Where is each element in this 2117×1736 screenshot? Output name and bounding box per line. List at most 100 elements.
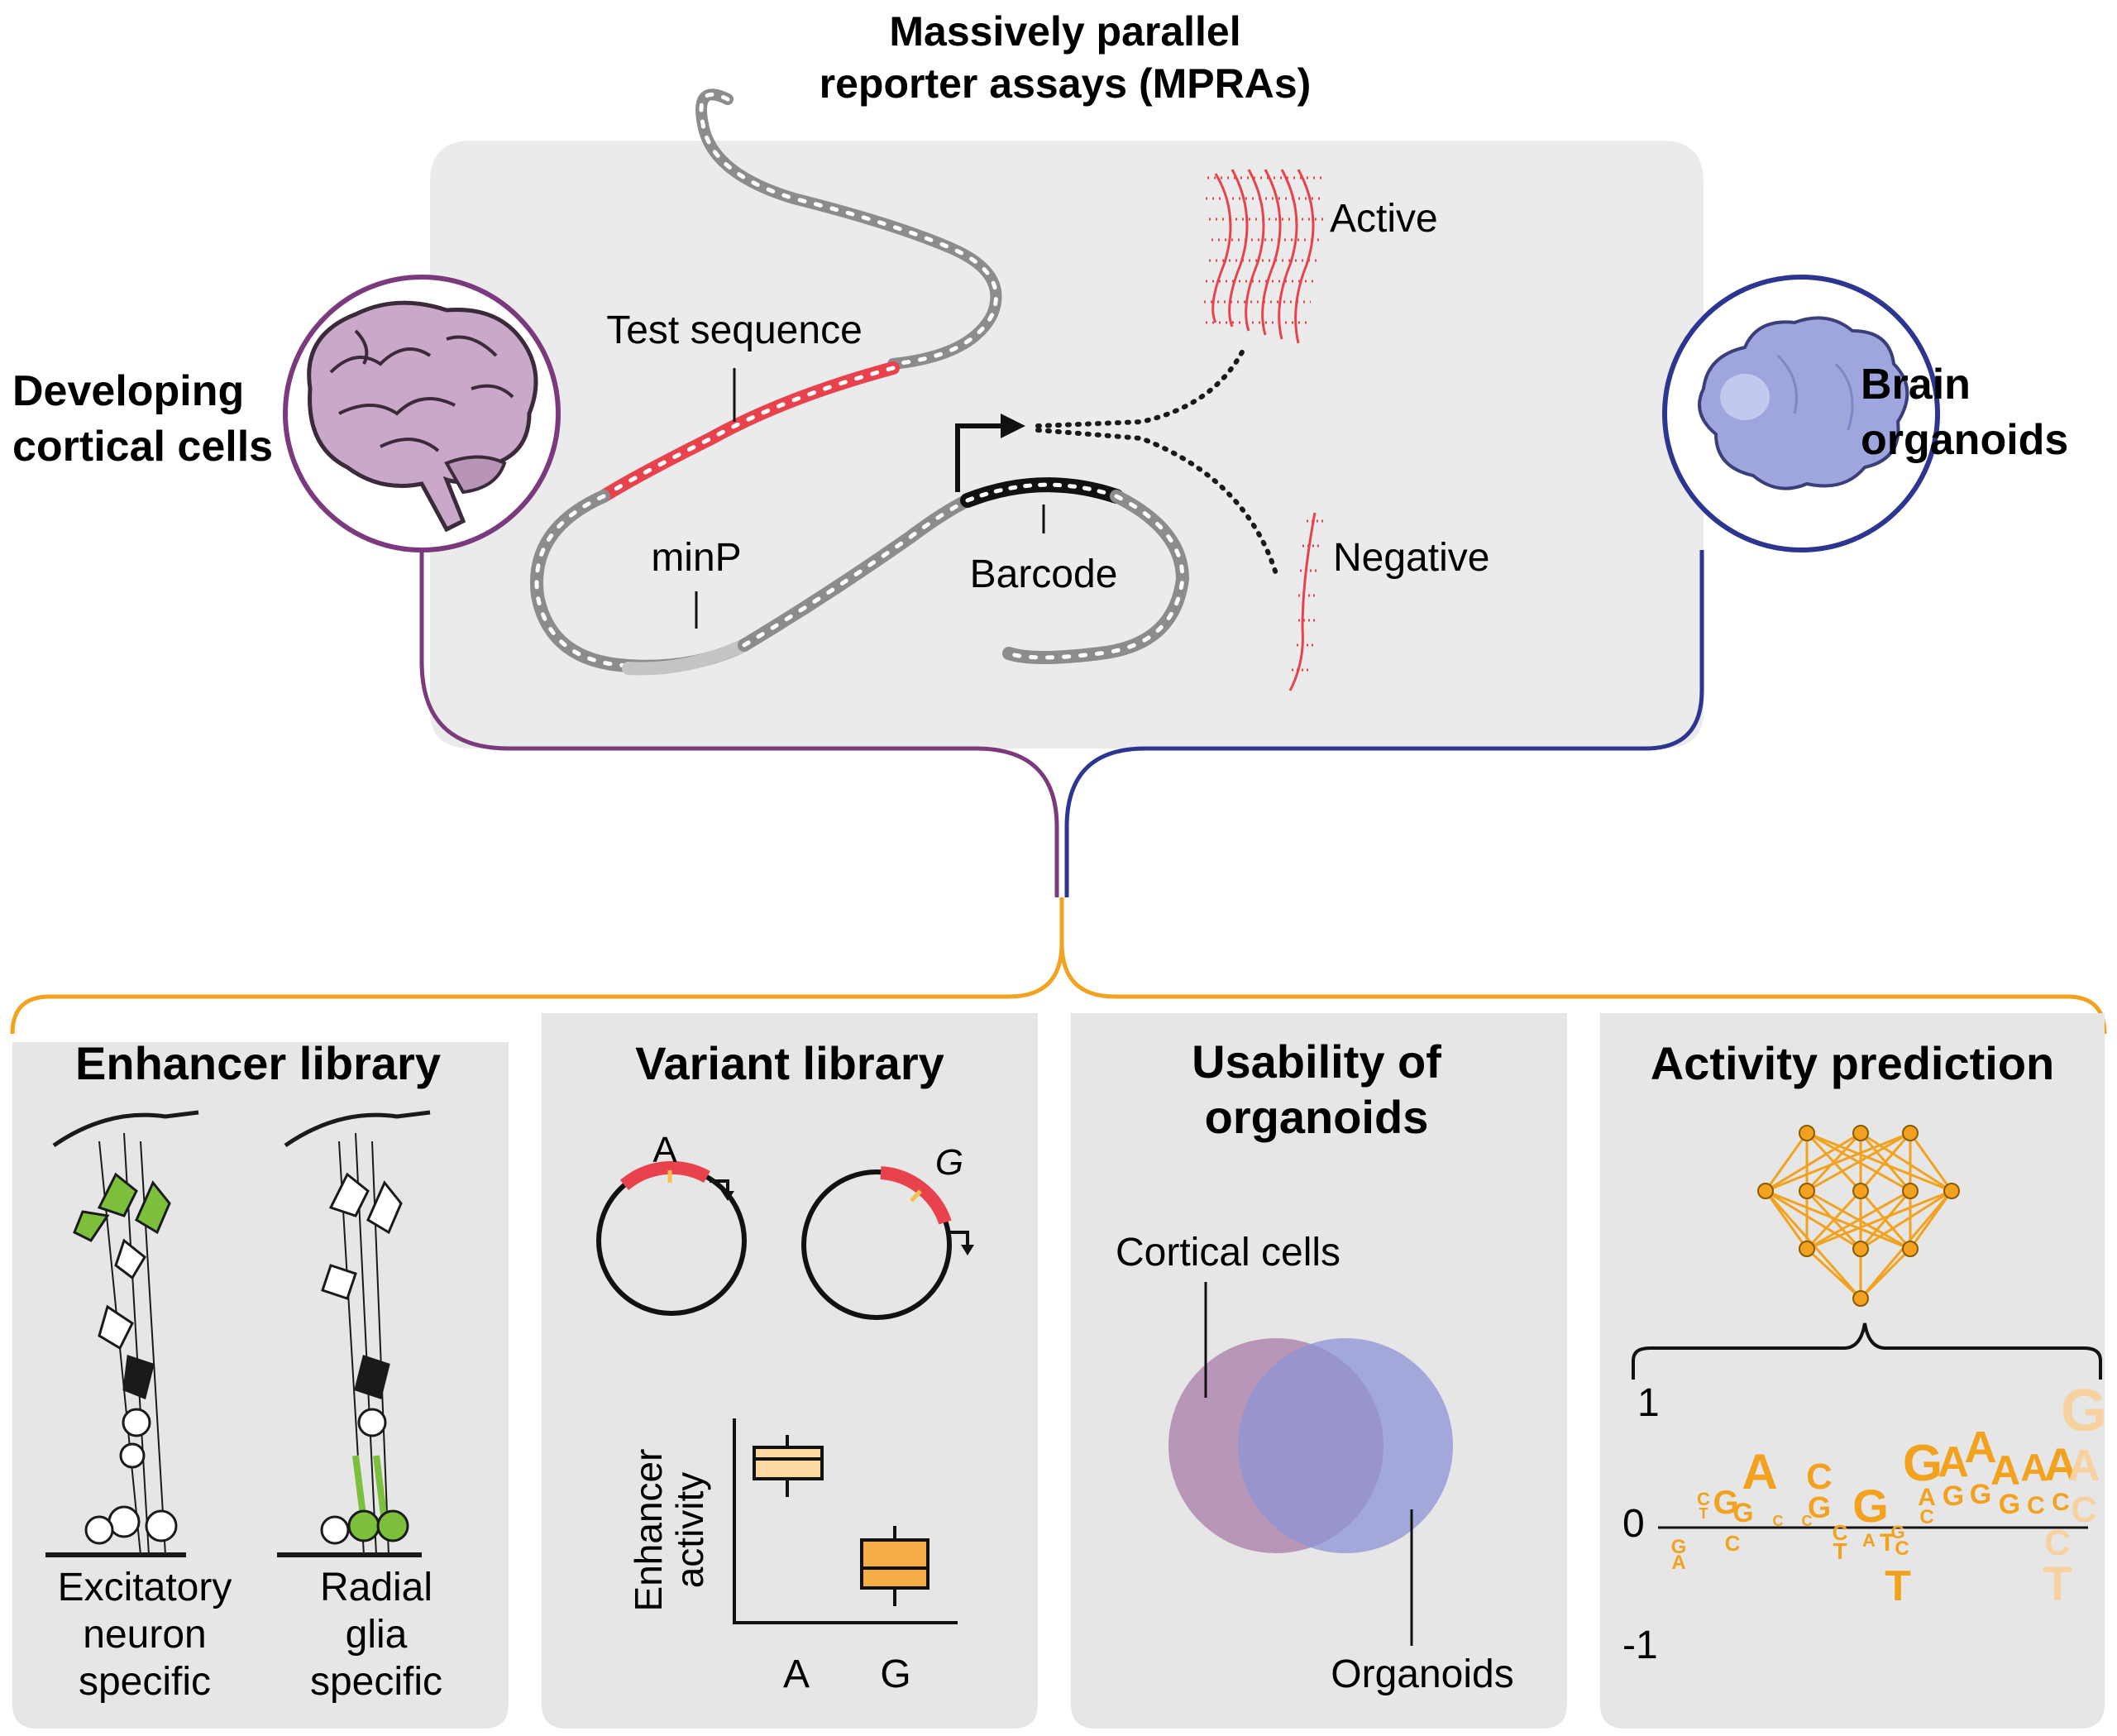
svg-text:G: G	[1808, 1490, 1831, 1524]
svg-text:C: C	[1806, 1456, 1833, 1497]
brain-icon	[307, 300, 538, 533]
svg-text:C: C	[2052, 1489, 2070, 1516]
svg-text:A: A	[1742, 1444, 1777, 1499]
logo-ytick-mid: 0	[1622, 1502, 1645, 1546]
left-label-line2: cortical cells	[12, 423, 273, 471]
prediction-title: Activity prediction	[1651, 1037, 2055, 1089]
venn-organoids-label: Organoids	[1331, 1652, 1513, 1696]
active-rna-icon	[1204, 169, 1323, 344]
svg-text:G: G	[1999, 1489, 2020, 1520]
boxplot-xtick-g: G	[880, 1652, 910, 1696]
panel-enhancer-library: Enhancer library	[45, 1037, 442, 1704]
venn-diagram	[1168, 1338, 1453, 1553]
svg-text:C: C	[1725, 1531, 1741, 1556]
box-g	[860, 1526, 929, 1606]
panel-prediction-bg	[1600, 1013, 2105, 1729]
svg-text:A: A	[1671, 1552, 1685, 1574]
enhancer-panel-title: Enhancer library	[75, 1037, 441, 1089]
svg-text:T: T	[1833, 1538, 1847, 1564]
excitatory-label-line2: neuron	[83, 1613, 206, 1657]
svg-text:C: C	[2027, 1492, 2045, 1519]
boxplot-ylabel-line2: activity	[668, 1472, 711, 1589]
svg-text:G: G	[2061, 1378, 2107, 1444]
svg-text:G: G	[1713, 1485, 1738, 1521]
excitatory-label-line3: specific	[79, 1660, 211, 1704]
navy-connector-line	[1064, 550, 1704, 897]
panel-variant-library: Variant library A G	[596, 1037, 974, 1696]
minp-strand	[622, 638, 751, 676]
svg-text:G: G	[1943, 1480, 1964, 1512]
negative-rna-icon	[1288, 512, 1323, 691]
svg-text:A: A	[2020, 1446, 2048, 1489]
svg-text:C: C	[1919, 1506, 1933, 1528]
svg-text:G: G	[1890, 1522, 1904, 1542]
network-bracket	[1632, 1322, 2102, 1380]
boxplot-xtick-a: A	[783, 1652, 810, 1696]
radial-glia-label-line2: glia	[346, 1613, 408, 1657]
right-label-line1: Brain	[1861, 361, 1971, 409]
dna-construct	[530, 88, 1190, 676]
svg-text:T: T	[1699, 1505, 1708, 1522]
logo-ytick-top: 1	[1637, 1381, 1660, 1425]
svg-text:C: C	[1895, 1538, 1909, 1560]
svg-text:A: A	[1990, 1447, 2020, 1494]
excitatory-label-line1: Excitatory	[58, 1566, 232, 1609]
minp-label: minP	[651, 536, 741, 580]
usability-title-line1: Usability of	[1192, 1035, 1441, 1088]
organoid-badge	[1662, 275, 1940, 552]
transcript-dots	[1035, 345, 1280, 581]
negative-label: Negative	[1333, 536, 1489, 580]
test-sequence-label: Test sequence	[606, 308, 863, 352]
active-label: Active	[1330, 197, 1438, 241]
plasmid-a-icon	[596, 1160, 747, 1316]
organoid-icon	[1698, 316, 1909, 490]
svg-text:G: G	[1733, 1498, 1754, 1528]
radial-glia-label-line1: Radial	[320, 1566, 432, 1609]
barcode-label: Barcode	[970, 552, 1118, 596]
mpra-background	[430, 141, 1704, 748]
svg-text:C: C	[2071, 1490, 2097, 1530]
purple-connector-line	[419, 550, 1059, 897]
promoter-arrow-icon	[955, 423, 1009, 492]
svg-text:A: A	[1965, 1423, 1997, 1472]
enhancer-activity-boxplot: Enhancer activity A G	[627, 1418, 958, 1696]
boxplot-ylabel-line1: Enhancer	[627, 1449, 670, 1612]
plasmid-a-allele-label: A	[652, 1130, 677, 1170]
svg-text:G: G	[1671, 1536, 1687, 1558]
plasmid-g-allele-label: G	[935, 1142, 963, 1183]
svg-text:C: C	[1773, 1513, 1784, 1529]
svg-text:A: A	[2068, 1441, 2100, 1490]
svg-text:T: T	[2043, 1557, 2072, 1611]
brain-badge	[283, 275, 561, 552]
svg-text:A: A	[1862, 1530, 1876, 1551]
plasmid-g-icon	[801, 1166, 974, 1320]
svg-text:C: C	[1833, 1520, 1848, 1545]
right-label-line2: organoids	[1861, 416, 2068, 464]
left-label-line1: Developing	[12, 367, 244, 415]
sequence-logo: GA CT G A G C C C C G C T G A T G C T G …	[1671, 1378, 2107, 1611]
venn-cortical-label: Cortical cells	[1116, 1231, 1340, 1275]
radial-glia-label-line3: specific	[310, 1660, 442, 1704]
panel-activity-prediction: Activity prediction 1 0 -1 GA CT G A G C…	[1622, 1037, 2107, 1667]
radial-glia-column-icon	[277, 1110, 431, 1557]
svg-text:A: A	[1938, 1438, 1969, 1486]
variant-panel-title: Variant library	[635, 1037, 944, 1089]
panels-row	[12, 999, 2105, 1729]
box-a	[753, 1435, 824, 1497]
boxplot-axes	[733, 1418, 958, 1624]
svg-text:A: A	[1918, 1484, 1936, 1511]
svg-text:T: T	[1885, 1562, 1911, 1610]
mpra-top-section: Massively parallel reporter assays (MPRA…	[10, 8, 2107, 1035]
mpra-title-line1: Massively parallel	[889, 8, 1240, 55]
svg-text:C: C	[1697, 1489, 1710, 1509]
svg-text:C: C	[1802, 1513, 1813, 1529]
neural-network-icon	[1757, 1125, 1960, 1307]
venn-organoids	[1238, 1338, 1453, 1553]
usability-title-line2: organoids	[1205, 1091, 1429, 1143]
svg-text:G: G	[1903, 1435, 1943, 1492]
svg-text:G: G	[1970, 1479, 1991, 1510]
svg-text:C: C	[2044, 1523, 2071, 1563]
excitatory-neuron-column-icon	[45, 1110, 199, 1557]
svg-text:A: A	[2044, 1438, 2077, 1490]
